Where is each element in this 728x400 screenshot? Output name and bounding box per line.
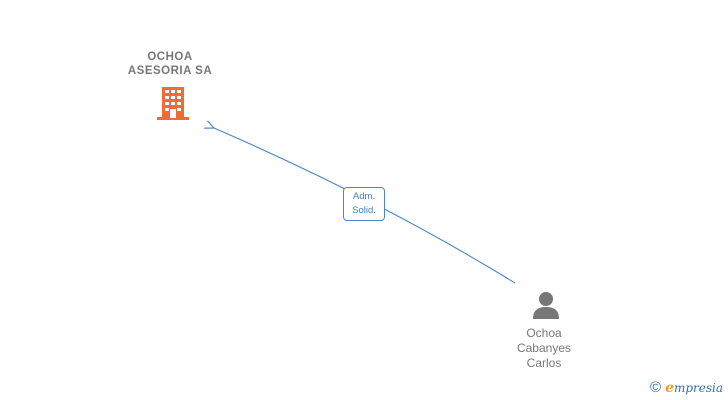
person-name[interactable]: Ochoa Cabanyes Carlos — [494, 326, 594, 371]
brand-logo-text: mpresia — [673, 381, 724, 395]
copyright-icon: © — [650, 379, 662, 396]
company-name[interactable]: OCHOA ASESORIA SA — [100, 50, 240, 78]
building-icon[interactable] — [156, 86, 190, 122]
person-name-line1: Ochoa — [526, 326, 562, 340]
person-icon[interactable] — [531, 290, 561, 320]
brand-logo-initial: e — [665, 380, 674, 396]
person-name-line2: Cabanyes — [516, 341, 572, 355]
brand-watermark: © e mpresia — [650, 378, 723, 398]
company-name-line2: ASESORIA SA — [127, 65, 213, 77]
relation-label[interactable]: Adm. Solid. — [343, 187, 385, 221]
relation-label-line1: Adm. — [352, 191, 376, 202]
person-name-line3: Carlos — [526, 356, 562, 370]
company-name-line1: OCHOA — [147, 51, 193, 63]
relation-label-line2: Solid. — [352, 205, 376, 216]
